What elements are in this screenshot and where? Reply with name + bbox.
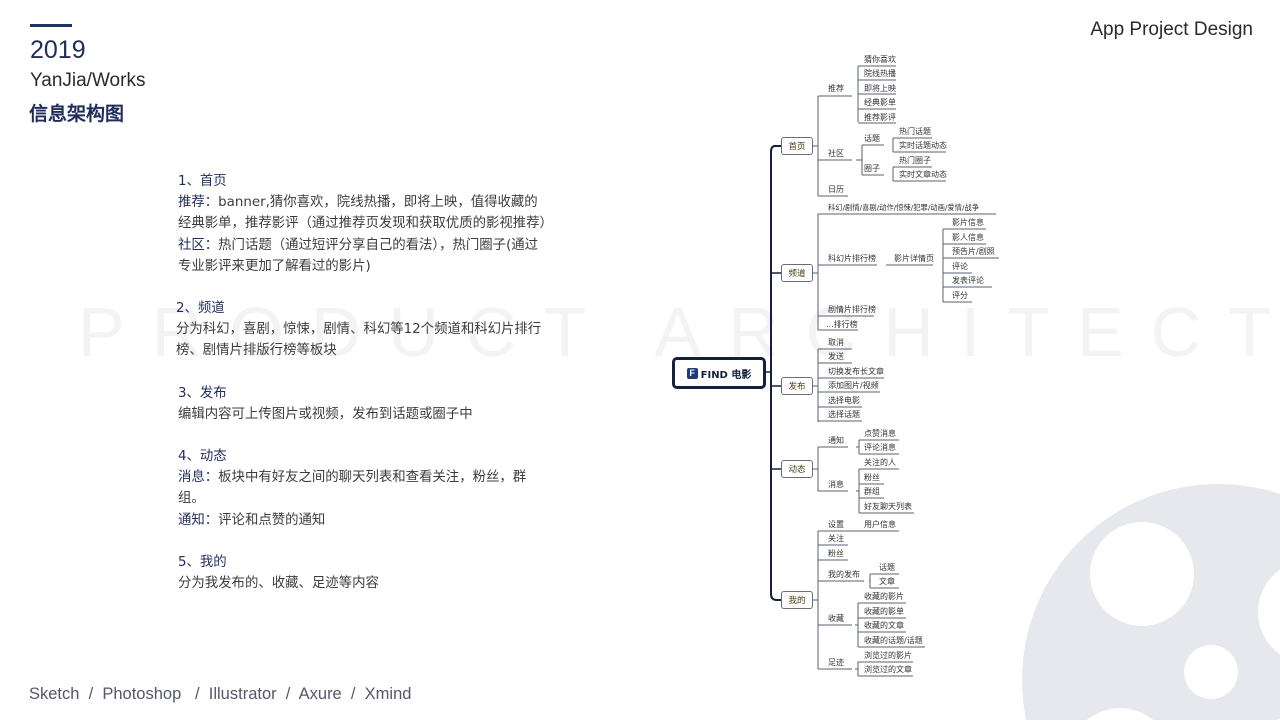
- root-label: FIND 电影: [700, 369, 752, 381]
- keyword: 消息：: [178, 470, 219, 486]
- node-mine: 我的: [781, 591, 813, 609]
- find-logo-icon: F: [686, 367, 698, 379]
- node-leaf: 预告片/剧照: [952, 247, 995, 256]
- keyword: 通知：: [178, 512, 219, 528]
- line-text: 分为科幻，喜剧，惊悚，剧情、科幻等12个频道和科幻片排行榜、剧情片排版行榜等板块: [176, 322, 542, 359]
- section-title: 4、动态: [178, 449, 227, 465]
- node-genres: 科幻/剧情/喜剧/动作/惊悚/犯罪/动画/爱情/战争: [828, 203, 980, 212]
- node-leaf: 收藏的文章: [864, 621, 904, 630]
- section-home: 1、首页 推荐：banner,猜你喜欢，院线热播，即将上映，值得收藏的经典影单，…: [178, 171, 553, 277]
- node-leaf: 收藏的影单: [864, 607, 904, 616]
- section-line: 编辑内容可上传图片或视频，发布到话题或圈子中: [178, 404, 548, 425]
- node-leaf: 收藏的影片: [864, 592, 904, 601]
- page-title: 信息架构图: [29, 103, 125, 125]
- section-mine: 5、我的 分为我发布的、收藏、足迹等内容: [178, 552, 548, 594]
- node-circle: 圈子: [864, 164, 880, 173]
- node-recommend: 推荐: [828, 84, 844, 93]
- node-leaf: 热门圈子: [899, 156, 931, 165]
- node-leaf: 即将上映: [864, 84, 896, 93]
- section-line: 分为我发布的、收藏、足迹等内容: [178, 573, 548, 594]
- node-leaf: 切换发布长文章: [828, 367, 884, 376]
- node-more-rank: ...排行榜: [826, 320, 858, 329]
- node-settings: 设置: [828, 520, 844, 529]
- node-leaf: 发表评论: [952, 276, 984, 285]
- node-leaf: 选择电影: [828, 396, 860, 405]
- node-leaf: 浏览过的影片: [864, 651, 912, 660]
- year-label: 2019: [30, 36, 86, 64]
- node-scifi-rank: 科幻片排行榜: [828, 254, 876, 263]
- node-home: 首页: [781, 137, 813, 155]
- keyword: 社区：: [178, 237, 219, 253]
- description-panel: 1、首页 推荐：banner,猜你喜欢，院线热播，即将上映，值得收藏的经典影单，…: [176, 171, 553, 615]
- node-leaf: 影人信息: [952, 233, 984, 242]
- section-feed: 4、动态 消息：板块中有好友之间的聊天列表和查看关注，粉丝，群组。 通知：评论和…: [178, 446, 548, 531]
- section-title: 5、我的: [178, 554, 227, 570]
- node-my-posts: 我的发布: [828, 570, 860, 579]
- line-text: 评论和点赞的通知: [218, 512, 326, 528]
- node-drama-rank: 剧情片排行榜: [828, 305, 876, 314]
- node-leaf: 好友聊天列表: [864, 502, 912, 511]
- tools-list: Sketch / Photoshop / Illustrator / Axure…: [29, 685, 412, 703]
- node-leaf: 猜你喜欢: [864, 55, 896, 64]
- section-publish: 3、发布 编辑内容可上传图片或视频，发布到话题或圈子中: [178, 383, 548, 425]
- section-title: 2、频道: [176, 301, 225, 317]
- section-title: 1、首页: [178, 174, 227, 189]
- section-line: 推荐：banner,猜你喜欢，院线热播，即将上映，值得收藏的经典影单，推荐影评（…: [178, 192, 553, 234]
- node-leaf: 点赞消息: [864, 429, 896, 438]
- node-calendar: 日历: [828, 185, 844, 194]
- node-leaf: 收藏的话题/话题: [864, 636, 923, 645]
- node-leaf: 实时话题动态: [899, 141, 947, 150]
- node-favorites: 收藏: [828, 614, 844, 623]
- node-leaf: 评论消息: [864, 443, 896, 452]
- node-detail: 影片详情页: [894, 254, 934, 263]
- line-text: 分为我发布的、收藏、足迹等内容: [178, 576, 379, 592]
- node-fans: 粉丝: [828, 549, 844, 558]
- node-leaf: 热门话题: [899, 127, 931, 136]
- project-label: App Project Design: [1090, 19, 1253, 40]
- mindmap-root-node: F FIND 电影: [672, 357, 766, 389]
- line-text: banner,猜你喜欢，院线热播，即将上映，值得收藏的经典影单，推荐影评（通过推…: [178, 195, 553, 232]
- node-leaf: 群组: [864, 487, 880, 496]
- node-leaf: 经典影单: [864, 98, 896, 107]
- node-leaf: 用户信息: [864, 520, 896, 529]
- node-leaf: 选择话题: [828, 410, 860, 419]
- node-leaf: 影片信息: [952, 218, 984, 227]
- node-leaf: 浏览过的文章: [864, 665, 912, 674]
- node-message: 消息: [828, 480, 844, 489]
- node-leaf: 取消: [828, 338, 844, 347]
- section-title: 3、发布: [178, 385, 227, 401]
- node-feed: 动态: [781, 460, 813, 478]
- keyword: 推荐：: [178, 195, 219, 211]
- node-leaf: 实时文章动态: [899, 170, 947, 179]
- line-text: 板块中有好友之间的聊天列表和查看关注，粉丝，群组。: [178, 470, 527, 507]
- node-history: 足迹: [828, 658, 844, 667]
- node-leaf: 关注的人: [864, 458, 896, 467]
- line-text: 编辑内容可上传图片或视频，发布到话题或圈子中: [178, 406, 473, 422]
- node-leaf: 院线热播: [864, 69, 896, 78]
- node-topic: 话题: [864, 134, 880, 143]
- node-leaf: 粉丝: [864, 473, 880, 482]
- node-community: 社区: [828, 149, 844, 158]
- node-channel: 频道: [781, 264, 813, 282]
- section-channel: 2、频道 分为科幻，喜剧，惊悚，剧情、科幻等12个频道和科幻片排行榜、剧情片排版…: [176, 298, 548, 362]
- node-leaf: 添加图片/视频: [828, 381, 879, 390]
- node-publish: 发布: [781, 377, 813, 395]
- section-line: 通知：评论和点赞的通知: [178, 510, 548, 531]
- node-leaf: 评论: [952, 262, 968, 271]
- node-leaf: 话题: [879, 563, 895, 572]
- accent-bar: [30, 24, 72, 27]
- author-label: YanJia/Works: [30, 70, 146, 91]
- section-line: 分为科幻，喜剧，惊悚，剧情、科幻等12个频道和科幻片排行榜、剧情片排版行榜等板块: [176, 319, 548, 361]
- node-leaf: 评分: [952, 291, 968, 300]
- section-line: 社区：热门话题（通过短评分享自己的看法），热门圈子(通过专业影评来更加了解看过的…: [178, 235, 548, 277]
- line-text: 热门话题（通过短评分享自己的看法），热门圈子(通过专业影评来更加了解看过的影片): [178, 237, 539, 274]
- section-line: 消息：板块中有好友之间的聊天列表和查看关注，粉丝，群组。: [178, 467, 548, 509]
- node-leaf: 推荐影评: [864, 113, 896, 122]
- node-leaf: 发送: [828, 352, 844, 361]
- node-follow: 关注: [828, 534, 844, 543]
- node-notice: 通知: [828, 436, 844, 445]
- node-leaf: 文章: [879, 577, 895, 586]
